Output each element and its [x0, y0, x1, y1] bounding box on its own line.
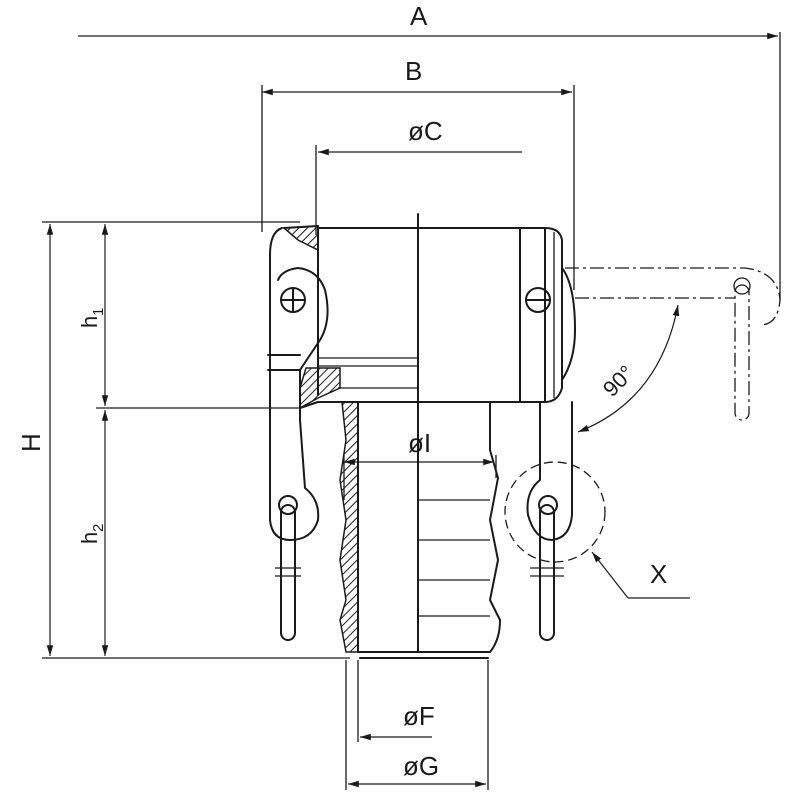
dimension-c: øC	[315, 116, 522, 235]
dimension-b: B	[261, 56, 575, 290]
dimension-i: øI	[343, 428, 497, 500]
dimension-a-label: A	[410, 1, 428, 31]
left-cam-arm	[267, 227, 329, 641]
dimension-f-label: øF	[403, 701, 435, 731]
dimension-g-label: øG	[403, 751, 439, 781]
svg-text:1: 1	[90, 308, 107, 316]
angle-90: 90°	[577, 304, 680, 433]
dimension-h-label: H	[16, 433, 46, 452]
open-cam-arm-phantom	[565, 267, 781, 421]
dimension-h1-label: h 1	[77, 308, 107, 328]
dimension-c-label: øC	[408, 116, 443, 146]
detail-x: X	[504, 461, 690, 599]
dimension-f-g: øF øG	[345, 660, 489, 790]
svg-text:h: h	[77, 532, 102, 544]
dimension-b-label: B	[405, 56, 422, 86]
dimension-h2-label: h 2	[77, 524, 107, 544]
right-cam-arm	[526, 401, 573, 641]
dimension-i-label: øI	[408, 428, 431, 458]
detail-x-label: X	[650, 559, 667, 589]
svg-text:2: 2	[90, 524, 107, 532]
svg-text:h: h	[77, 316, 102, 328]
dimension-a: A	[78, 1, 781, 300]
dimension-heights: H h 1 h 2	[16, 221, 350, 659]
angle-label: 90°	[598, 360, 639, 401]
